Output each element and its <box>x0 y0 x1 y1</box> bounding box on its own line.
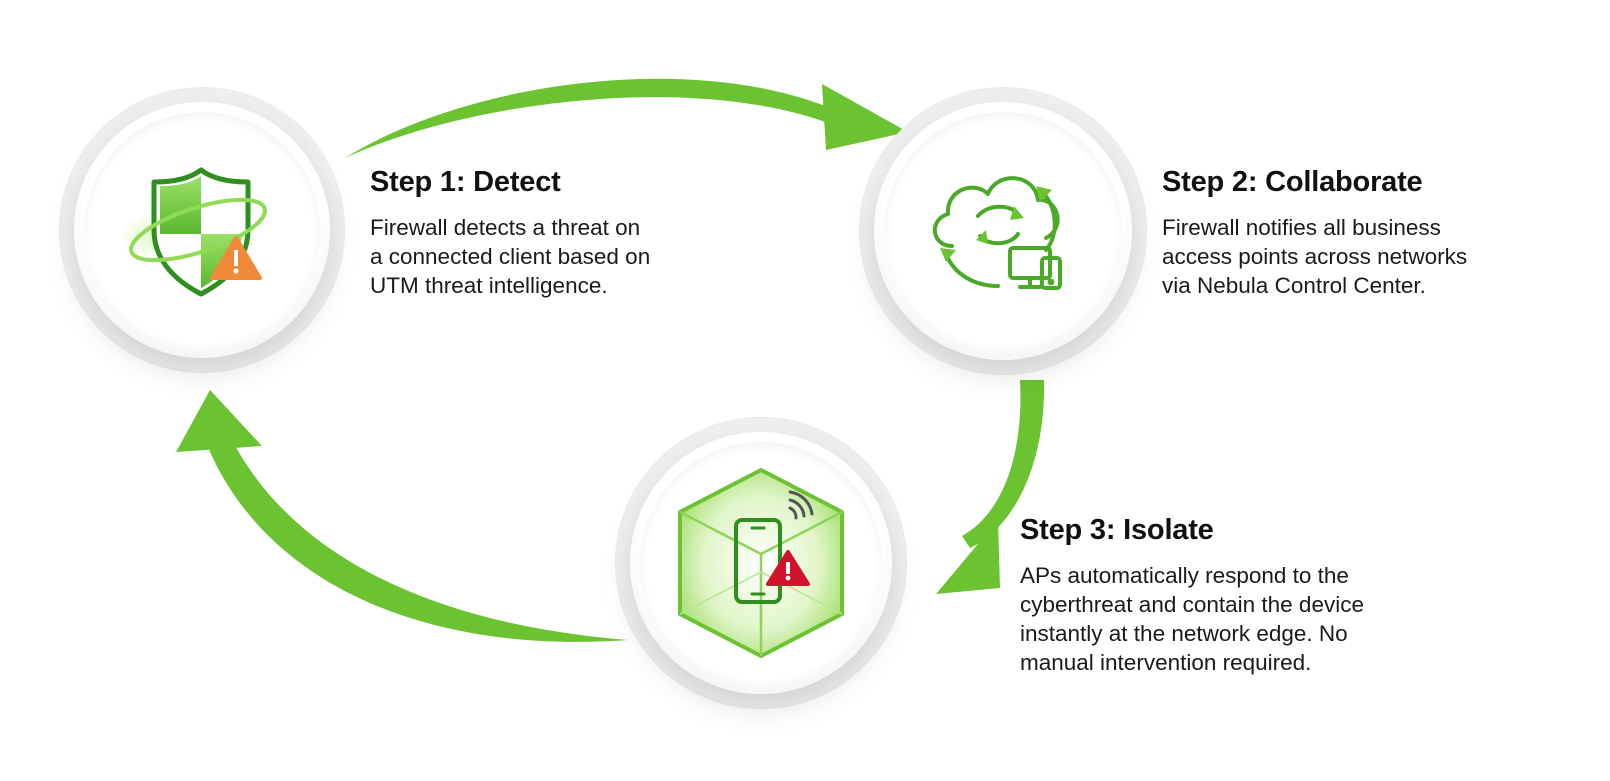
alert-triangle-icon <box>766 550 810 586</box>
shield-warning-icon <box>118 167 267 297</box>
step-1-circle <box>74 102 330 358</box>
step-3-text: Step 3: Isolate APs automatically respon… <box>1020 514 1500 677</box>
step-3-circle <box>630 432 892 694</box>
arrow-detect-to-collaborate <box>345 78 908 158</box>
step-1-title: Step 1: Detect <box>370 166 561 198</box>
cloud-sync-devices-icon <box>932 176 1062 290</box>
isolated-phone-cube-icon <box>678 468 844 658</box>
arrow-isolate-to-detect <box>176 390 628 642</box>
step-3-description: APs automatically respond to the cyberth… <box>1020 563 1364 675</box>
step-2-title: Step 2: Collaborate <box>1162 166 1423 198</box>
step-1-text: Step 1: Detect Firewall detects a threat… <box>370 166 790 300</box>
step-2-circle <box>874 102 1132 360</box>
warning-triangle-icon <box>210 236 262 280</box>
step-1-description: Firewall detects a threat on a connected… <box>370 215 651 298</box>
step-2-text: Step 2: Collaborate Firewall notifies al… <box>1162 166 1582 300</box>
arrow-collaborate-to-isolate <box>936 380 1045 594</box>
step-2-description: Firewall notifies all business access po… <box>1162 215 1468 298</box>
step-3-title: Step 3: Isolate <box>1020 514 1214 546</box>
